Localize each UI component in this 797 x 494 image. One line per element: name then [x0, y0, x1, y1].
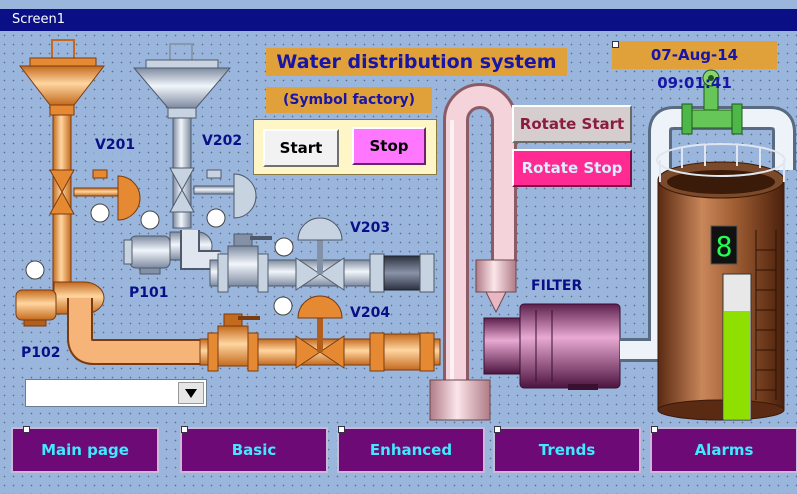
- pink-u-pipe: [429, 83, 517, 421]
- valve-v204[interactable]: [295, 295, 345, 369]
- status-circle-v202: [206, 208, 226, 228]
- coupling-grey: [369, 253, 435, 293]
- status-circle-p102: [25, 260, 45, 280]
- hopper-right: [132, 43, 232, 119]
- orange-check-valve: [207, 313, 260, 372]
- valve-v203[interactable]: [295, 217, 345, 291]
- nav-corner-marker-4: [651, 426, 658, 433]
- nav-corner-marker-1: [181, 426, 188, 433]
- grey-check-valve: [217, 233, 272, 293]
- status-circle-a: [140, 210, 160, 230]
- status-circle-v204: [273, 296, 293, 316]
- hmi-canvas: 8 Water distribution system (Symbol fact…: [0, 31, 797, 494]
- storage-tank: [656, 143, 786, 421]
- chevron-down-icon: [185, 389, 197, 398]
- label-filter: FILTER: [530, 278, 584, 294]
- status-circle-v201: [90, 203, 110, 223]
- nav-basic-button[interactable]: Basic: [180, 427, 328, 473]
- datetime-corner-marker: [612, 41, 619, 48]
- label-v203: V203: [349, 220, 392, 236]
- valve-v202[interactable]: [169, 167, 257, 219]
- tank-inlet-valve[interactable]: [681, 69, 743, 135]
- label-p101: P101: [128, 285, 170, 301]
- nav-main-page-button[interactable]: Main page: [11, 427, 159, 473]
- window-title-bar: Screen1: [0, 9, 797, 31]
- nav-corner-marker-3: [494, 426, 501, 433]
- tank-level-fill: [724, 311, 750, 419]
- filter-unit: [483, 303, 621, 390]
- rotate-start-button[interactable]: Rotate Start: [512, 105, 632, 143]
- label-v201: V201: [94, 137, 137, 153]
- dropdown-arrow-button[interactable]: [178, 382, 204, 404]
- datetime-display: 07-Aug-14 09:01:41: [612, 41, 777, 92]
- stop-button[interactable]: Stop: [352, 127, 426, 165]
- nav-trends-button[interactable]: Trends: [493, 427, 641, 473]
- tank-digit-display-bg: [710, 225, 738, 265]
- process-diagram: 8: [15, 39, 796, 421]
- nav-enhanced-button[interactable]: Enhanced: [337, 427, 485, 473]
- label-p102: P102: [20, 345, 62, 361]
- label-v204: V204: [349, 305, 392, 321]
- hopper-left: [18, 39, 106, 116]
- nav-alarms-button[interactable]: Alarms: [650, 427, 797, 473]
- coupling-orange: [369, 332, 435, 372]
- status-circle-v203: [274, 237, 294, 257]
- screen-select-dropdown[interactable]: [25, 379, 207, 407]
- tank-digit-display: 8: [716, 230, 733, 263]
- start-button[interactable]: Start: [263, 129, 339, 167]
- rotate-stop-button[interactable]: Rotate Stop: [512, 149, 632, 187]
- valve-v201[interactable]: [49, 169, 141, 221]
- nav-corner-marker-2: [338, 426, 345, 433]
- window-title: Screen1: [12, 12, 65, 27]
- label-v202: V202: [201, 133, 244, 149]
- nav-corner-marker-0: [23, 426, 30, 433]
- page-subtitle: (Symbol factory): [266, 87, 432, 113]
- page-title: Water distribution system: [266, 48, 567, 76]
